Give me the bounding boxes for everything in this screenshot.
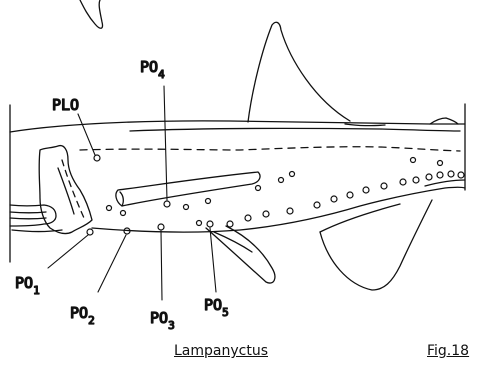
leader-po5 bbox=[210, 228, 216, 292]
body-outline-top-inner bbox=[130, 128, 460, 131]
photophore-po1 bbox=[87, 229, 93, 235]
photophore bbox=[448, 171, 454, 177]
photophore-po4 bbox=[164, 201, 170, 207]
label-po5: PO5 bbox=[204, 296, 229, 319]
jaw bbox=[10, 205, 56, 226]
photophore bbox=[426, 174, 432, 180]
photophore bbox=[227, 221, 233, 227]
photophore bbox=[314, 202, 320, 208]
photophore-po3 bbox=[158, 224, 164, 230]
photophore bbox=[206, 199, 211, 204]
photophore bbox=[107, 206, 112, 211]
photophore bbox=[256, 186, 261, 191]
leader-plo bbox=[78, 114, 95, 155]
pelvic-fin bbox=[206, 226, 275, 283]
photophore bbox=[411, 158, 416, 163]
photophore bbox=[290, 172, 295, 177]
figure-number: Fig.18 bbox=[427, 343, 469, 359]
pelvic-fin-inner bbox=[214, 232, 252, 252]
label-po3: PO3 bbox=[150, 309, 175, 332]
photophore bbox=[347, 192, 353, 198]
photophore bbox=[263, 211, 269, 217]
anal-fin bbox=[320, 200, 432, 290]
photophore bbox=[381, 183, 387, 189]
genus-caption: Lampanyctus bbox=[174, 343, 268, 359]
partial-outline-top bbox=[80, 0, 103, 28]
photophore bbox=[438, 161, 443, 166]
photophore bbox=[400, 179, 406, 185]
dorsal-fin-base bbox=[345, 124, 385, 126]
label-po1: PO1 bbox=[15, 274, 40, 297]
jaw-line-1 bbox=[10, 212, 46, 213]
lateral-line bbox=[80, 147, 460, 151]
leader-po3 bbox=[161, 231, 162, 300]
photophore bbox=[184, 205, 189, 210]
photophore bbox=[413, 177, 419, 183]
pectoral-fin bbox=[116, 172, 260, 206]
photophore-po5 bbox=[207, 221, 213, 227]
leader-po2 bbox=[98, 235, 126, 292]
dorsal-fin bbox=[248, 22, 350, 122]
photophore bbox=[458, 172, 464, 178]
photophore bbox=[197, 221, 202, 226]
belly-outline bbox=[92, 187, 465, 232]
photophore-plo bbox=[94, 155, 100, 161]
label-po4: PO4 bbox=[140, 58, 165, 81]
photophore bbox=[363, 187, 369, 193]
adipose-fin bbox=[430, 118, 458, 124]
jaw-line-3 bbox=[12, 230, 62, 232]
photophore bbox=[245, 215, 251, 221]
photophore bbox=[279, 178, 284, 183]
body-outline-top bbox=[10, 121, 465, 132]
jaw-line-2 bbox=[10, 218, 46, 219]
leader-po1 bbox=[48, 235, 88, 268]
label-po2: PO2 bbox=[70, 304, 95, 327]
photophore bbox=[331, 196, 337, 202]
photophore bbox=[121, 211, 126, 216]
label-plo: PLO bbox=[52, 96, 79, 114]
pectoral-fin-base bbox=[120, 192, 123, 206]
anal-fin-base bbox=[320, 204, 400, 232]
caudal-peduncle-line bbox=[425, 180, 465, 186]
photophore bbox=[287, 208, 293, 214]
photophore bbox=[437, 172, 443, 178]
